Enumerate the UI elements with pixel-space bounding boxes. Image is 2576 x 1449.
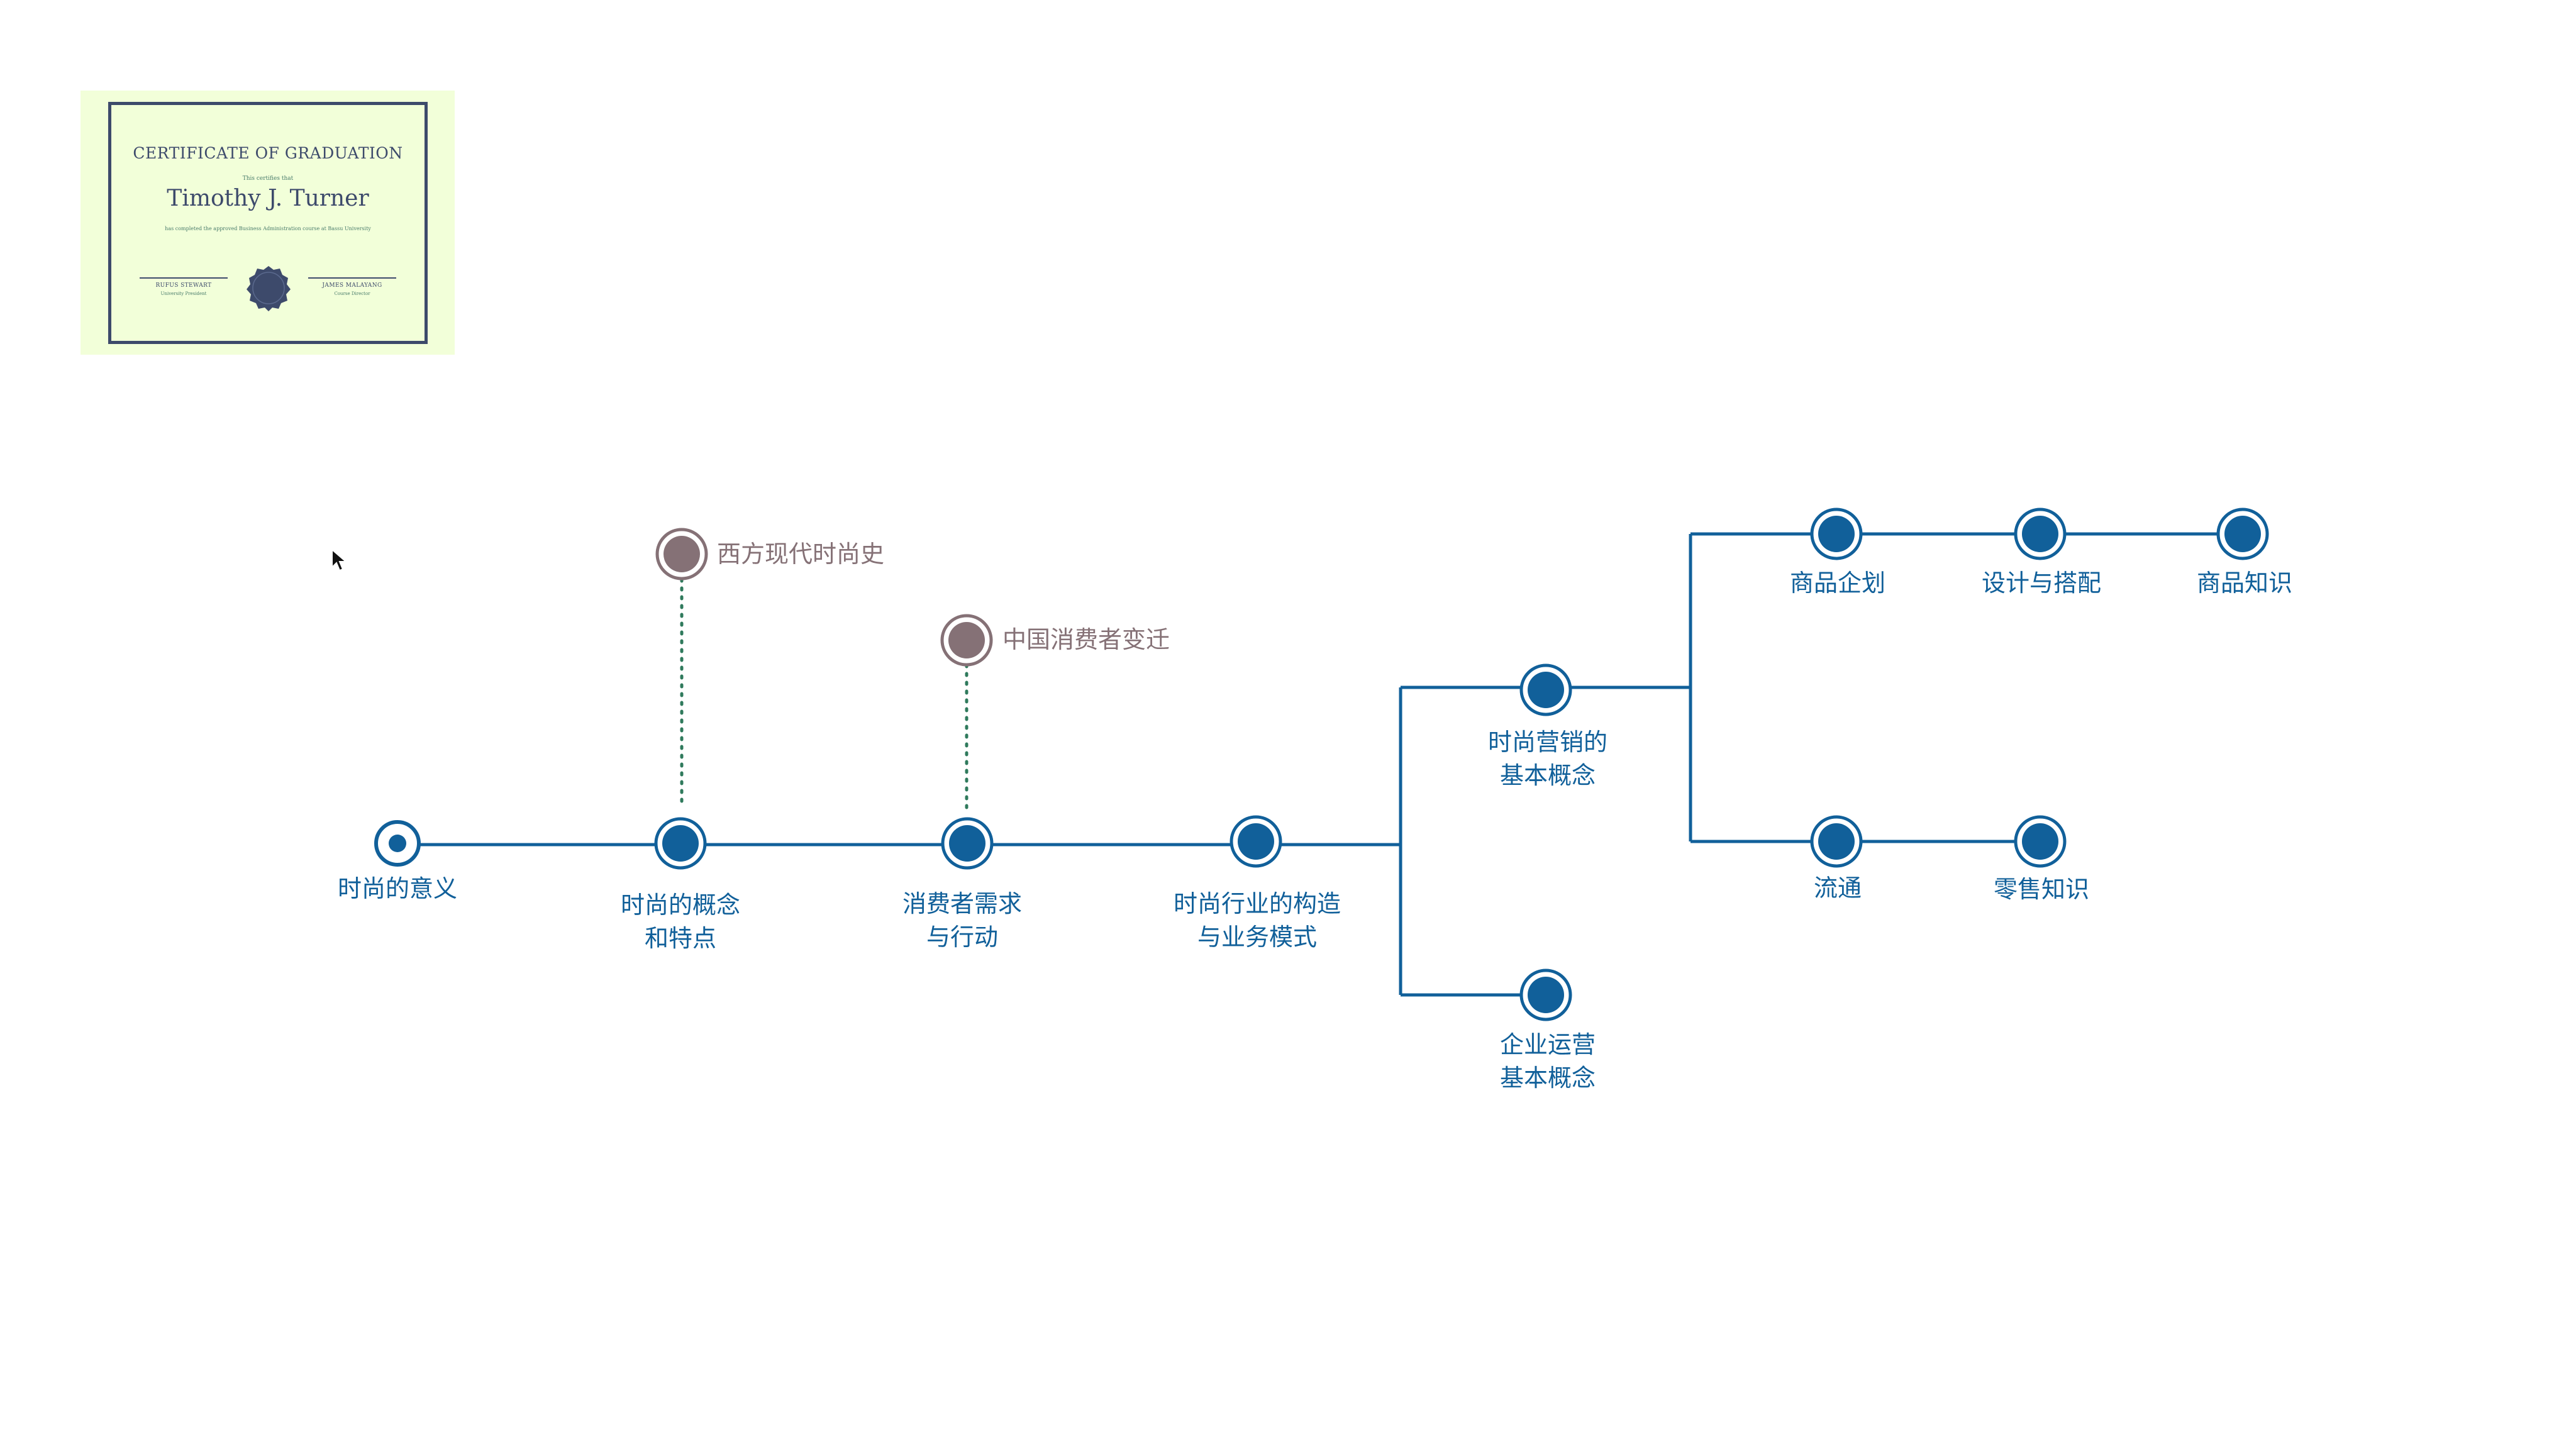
node-knowledge-marker[interactable] (2216, 508, 2269, 560)
signature-line-left (140, 277, 228, 279)
node-design-line1: 设计与搭配 (1981, 569, 2102, 597)
node-distribution-marker[interactable] (1810, 815, 1863, 868)
signer-right-role: Course Director (334, 291, 370, 296)
node-planning-marker[interactable] (1810, 508, 1863, 560)
seal-icon (247, 266, 291, 311)
node-industry-marker[interactable] (1230, 815, 1282, 868)
signer-right-name: JAMES MALAYANG (322, 282, 382, 289)
node-meaning-line1: 时尚的意义 (337, 875, 458, 902)
node-concept-line1: 时尚的概念 (620, 891, 741, 919)
node-marketing-label[interactable]: 时尚营销的 基本概念 (1488, 726, 1607, 792)
node-marketing-line1: 时尚营销的 (1487, 728, 1608, 756)
node-concept-marker[interactable] (654, 817, 707, 870)
side-node-western-history-marker[interactable] (655, 528, 708, 580)
node-industry-line1: 时尚行业的构造 (1173, 890, 1341, 918)
node-consumer-marker[interactable] (941, 817, 994, 870)
certificate-description: has completed the approved Business Admi… (165, 226, 371, 231)
node-consumer-label[interactable]: 消费者需求 与行动 (902, 887, 1022, 954)
node-retail-marker[interactable] (2014, 815, 2067, 868)
node-concept-label[interactable]: 时尚的概念 和特点 (621, 889, 740, 955)
node-operation-line1: 企业运营 (1499, 1031, 1596, 1058)
node-meaning-marker[interactable] (374, 820, 421, 867)
signer-left-role: University President (160, 291, 207, 296)
node-distribution-label[interactable]: 流通 (1814, 872, 1862, 905)
side-node-china-consumer-label[interactable]: 中国消费者变迁 (1002, 626, 1170, 653)
side-node-western-history-label[interactable]: 西方现代时尚史 (717, 540, 885, 568)
node-operation-marker[interactable] (1519, 969, 1572, 1021)
node-industry-label[interactable]: 时尚行业的构造 与业务模式 (1174, 887, 1341, 954)
node-consumer-line2: 与行动 (926, 923, 999, 951)
node-operation-label[interactable]: 企业运营 基本概念 (1500, 1028, 1596, 1095)
node-marketing-marker[interactable] (1519, 663, 1572, 716)
signer-left-name: RUFUS STEWART (155, 282, 212, 289)
cursor-icon (331, 548, 348, 572)
node-design-label[interactable]: 设计与搭配 (1982, 567, 2101, 600)
certificate-name: Timothy J. Turner (167, 186, 369, 211)
certificate-frame: CERTIFICATE OF GRADUATION This certifies… (108, 102, 428, 344)
node-retail-label[interactable]: 零售知识 (1994, 873, 2089, 906)
node-consumer-line1: 消费者需求 (902, 890, 1023, 918)
certificate-thumbnail[interactable]: CERTIFICATE OF GRADUATION This certifies… (80, 91, 455, 355)
certificate-title: CERTIFICATE OF GRADUATION (133, 144, 403, 162)
signature-line-right (308, 277, 396, 279)
node-knowledge-line1: 商品知识 (2196, 569, 2293, 597)
node-design-marker[interactable] (2014, 508, 2067, 560)
node-planning-label[interactable]: 商品企划 (1790, 567, 1885, 600)
certificate-certifies: This certifies that (242, 175, 294, 182)
node-marketing-line2: 基本概念 (1499, 762, 1596, 789)
node-distribution-line1: 流通 (1813, 874, 1862, 902)
node-knowledge-label[interactable]: 商品知识 (2197, 567, 2292, 600)
node-retail-line1: 零售知识 (1993, 875, 2090, 903)
node-industry-line2: 与业务模式 (1197, 923, 1318, 951)
node-concept-line2: 和特点 (644, 924, 717, 952)
node-operation-line2: 基本概念 (1499, 1064, 1596, 1092)
node-meaning-label[interactable]: 时尚的意义 (338, 872, 457, 906)
node-planning-line1: 商品企划 (1789, 569, 1886, 597)
dotted-connectors (680, 577, 969, 814)
side-node-china-consumer-marker[interactable] (940, 614, 993, 667)
